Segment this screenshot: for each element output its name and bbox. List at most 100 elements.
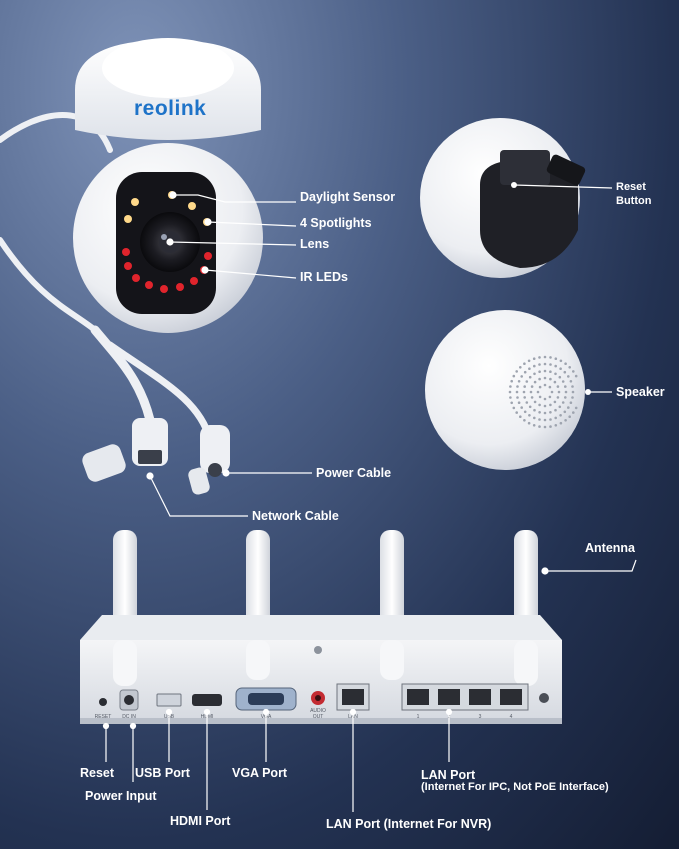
speaker-hole [517, 401, 521, 405]
speaker-hole [517, 380, 521, 383]
speaker-hole [525, 401, 529, 404]
speaker-hole [533, 372, 536, 376]
speaker-hole [559, 359, 563, 363]
speaker-hole [528, 375, 532, 379]
vga-port-label: VGA Port [232, 766, 288, 780]
speaker-hole [564, 362, 567, 366]
speaker-hole [568, 415, 571, 419]
speaker-hole [550, 390, 554, 394]
speaker-hole [554, 372, 557, 376]
power-cable-connector [188, 425, 230, 495]
speaker-hole [554, 364, 557, 368]
speaker-hole [571, 390, 575, 394]
speaker-hole [572, 370, 575, 373]
panel-port-3: 3 [479, 714, 482, 720]
speaker-hole [522, 390, 526, 394]
speaker-hole [543, 411, 547, 415]
speaker-hole [533, 400, 537, 404]
camera-callout-lines [146, 184, 613, 517]
speaker-hole [554, 416, 557, 420]
spotlights-label: 4 Spotlights [300, 216, 372, 230]
speaker-hole [538, 411, 541, 414]
speaker-hole [508, 390, 512, 394]
speaker-hole [543, 355, 547, 359]
usb-port-label: USB Port [135, 766, 190, 780]
speaker-hole [571, 385, 574, 388]
speaker-hole [549, 363, 552, 366]
speaker-hole [556, 396, 560, 399]
speaker-hole [512, 406, 516, 410]
speaker-hole [548, 395, 552, 399]
speaker-label: Speaker [616, 385, 665, 399]
panel-reset-text: RESET [95, 714, 112, 720]
speaker-hole [564, 419, 567, 422]
speaker-hole [519, 366, 522, 369]
speaker-hole [559, 367, 562, 371]
speaker-hole [563, 410, 567, 414]
speaker-hole [543, 418, 547, 422]
speaker-hole [523, 385, 526, 388]
speaker-hole [523, 362, 526, 366]
speaker-hole [533, 408, 536, 412]
speaker-hole [515, 390, 519, 394]
speaker-hole [543, 383, 547, 387]
speaker-hole [543, 362, 547, 366]
speaker-hole [525, 380, 529, 383]
speaker-hole [549, 425, 552, 428]
camera-rear-view [420, 118, 586, 278]
panel-dcin-text: DC IN [122, 714, 136, 720]
speaker-hole [520, 406, 523, 409]
speaker-hole [558, 405, 562, 409]
speaker-hole [538, 370, 541, 374]
speaker-hole [561, 380, 565, 383]
speaker-hole [538, 395, 542, 399]
reset-label: Reset [80, 766, 115, 780]
speaker-hole [515, 411, 518, 414]
speaker-hole [574, 374, 578, 378]
speaker-hole [549, 418, 552, 421]
lan-port-nvr-label: LAN Port (Internet For NVR) [326, 817, 492, 831]
speaker-hole [564, 396, 567, 399]
lan-port-ipc-label-line2: (Internet For IPC, Not PoE Interface) [421, 781, 609, 793]
speaker-hole [571, 396, 574, 399]
speaker-hole [538, 356, 541, 359]
speaker-hole [564, 385, 567, 388]
speaker-hole [549, 377, 552, 381]
speaker-hole [538, 418, 541, 421]
lan-port-ipc-label-line1: LAN Port [421, 768, 476, 782]
speaker-hole [549, 370, 552, 374]
speaker-hole [563, 370, 567, 374]
speaker-hole [528, 405, 532, 409]
speaker-hole [516, 385, 519, 388]
speaker-hole [554, 424, 558, 427]
speaker-hole [520, 375, 523, 378]
speaker-hole [533, 364, 536, 368]
speaker-hole [516, 396, 519, 399]
speaker-hole [515, 370, 518, 373]
speaker-hole [543, 404, 547, 408]
speaker-hole [567, 406, 570, 409]
speaker-hole [528, 367, 531, 371]
nvr-callout-lines [102, 559, 637, 812]
speaker-hole [538, 385, 542, 389]
speaker-hole [538, 363, 541, 366]
speaker-hole [510, 379, 513, 383]
speaker-hole [569, 380, 573, 383]
reset-button-label-line1: Reset [616, 181, 646, 193]
speaker-hole [527, 421, 531, 425]
speaker-hole [554, 357, 558, 361]
power-cable-label: Power Cable [316, 466, 392, 480]
hdmi-port-label: HDMI Port [170, 814, 231, 828]
speaker-hole [536, 390, 540, 394]
speaker-hole [553, 380, 557, 384]
speaker-hole [509, 396, 512, 399]
reset-button-label-line2: Button [616, 195, 652, 207]
reolink-logo: reolink [134, 97, 207, 120]
speaker-hole [543, 425, 547, 429]
panel-out-text: OUT [313, 714, 324, 720]
ptz-camera [73, 38, 263, 333]
speaker-hole [519, 415, 522, 419]
speaker-hole [568, 366, 571, 369]
speaker-hole [553, 400, 557, 404]
speaker-hole [530, 396, 534, 399]
